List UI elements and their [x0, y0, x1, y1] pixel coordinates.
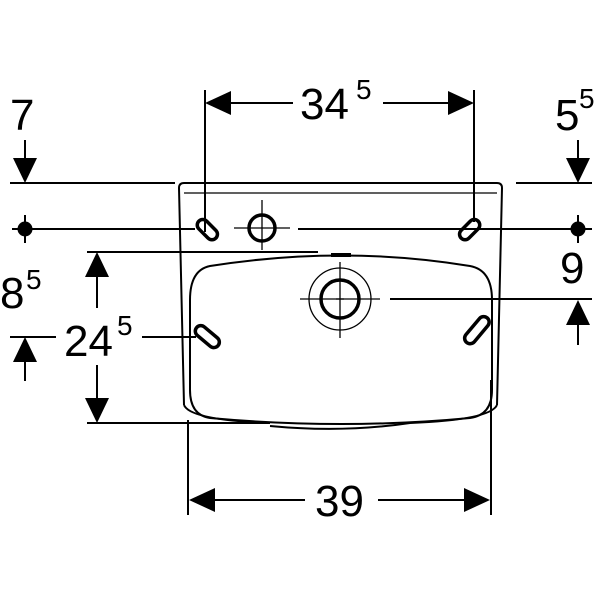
- mount-slot-bottom-left: [193, 323, 222, 350]
- dimension-right-top-offset: 5 5: [298, 83, 595, 243]
- overflow-slot: [331, 253, 351, 257]
- dimension-left-mid-offset: 8 5: [0, 264, 196, 381]
- mounting-slots: [193, 217, 491, 350]
- dim-label-sup: 5: [26, 264, 42, 295]
- mount-slot-top-right: [457, 217, 482, 242]
- dimension-bowl-height: 24 5: [64, 251, 318, 424]
- tap-hole: [234, 200, 290, 250]
- dim-label-main: 24: [64, 317, 113, 366]
- basin-outline: [177, 182, 504, 430]
- dimension-left-top-offset: 7: [10, 91, 195, 243]
- dimension-top-width: 34 5: [204, 74, 475, 232]
- drain-hole: [300, 262, 380, 338]
- dim-label-main: 39: [315, 477, 364, 526]
- dimension-bottom-width: 39: [187, 380, 492, 526]
- dim-label-main: 5: [555, 91, 579, 140]
- dimension-right-drain-offset: 9: [390, 244, 592, 345]
- dim-label-main: 34: [300, 80, 349, 129]
- dim-label-main: 8: [0, 269, 24, 318]
- dim-label-main: 9: [560, 244, 584, 293]
- dim-label-main: 7: [10, 91, 34, 140]
- dim-label-sup: 5: [356, 74, 372, 105]
- mount-slot-top-left: [195, 217, 220, 242]
- dim-label-sup: 5: [117, 310, 133, 341]
- dim-label-sup: 5: [579, 83, 595, 114]
- mount-slot-bottom-right: [462, 314, 491, 346]
